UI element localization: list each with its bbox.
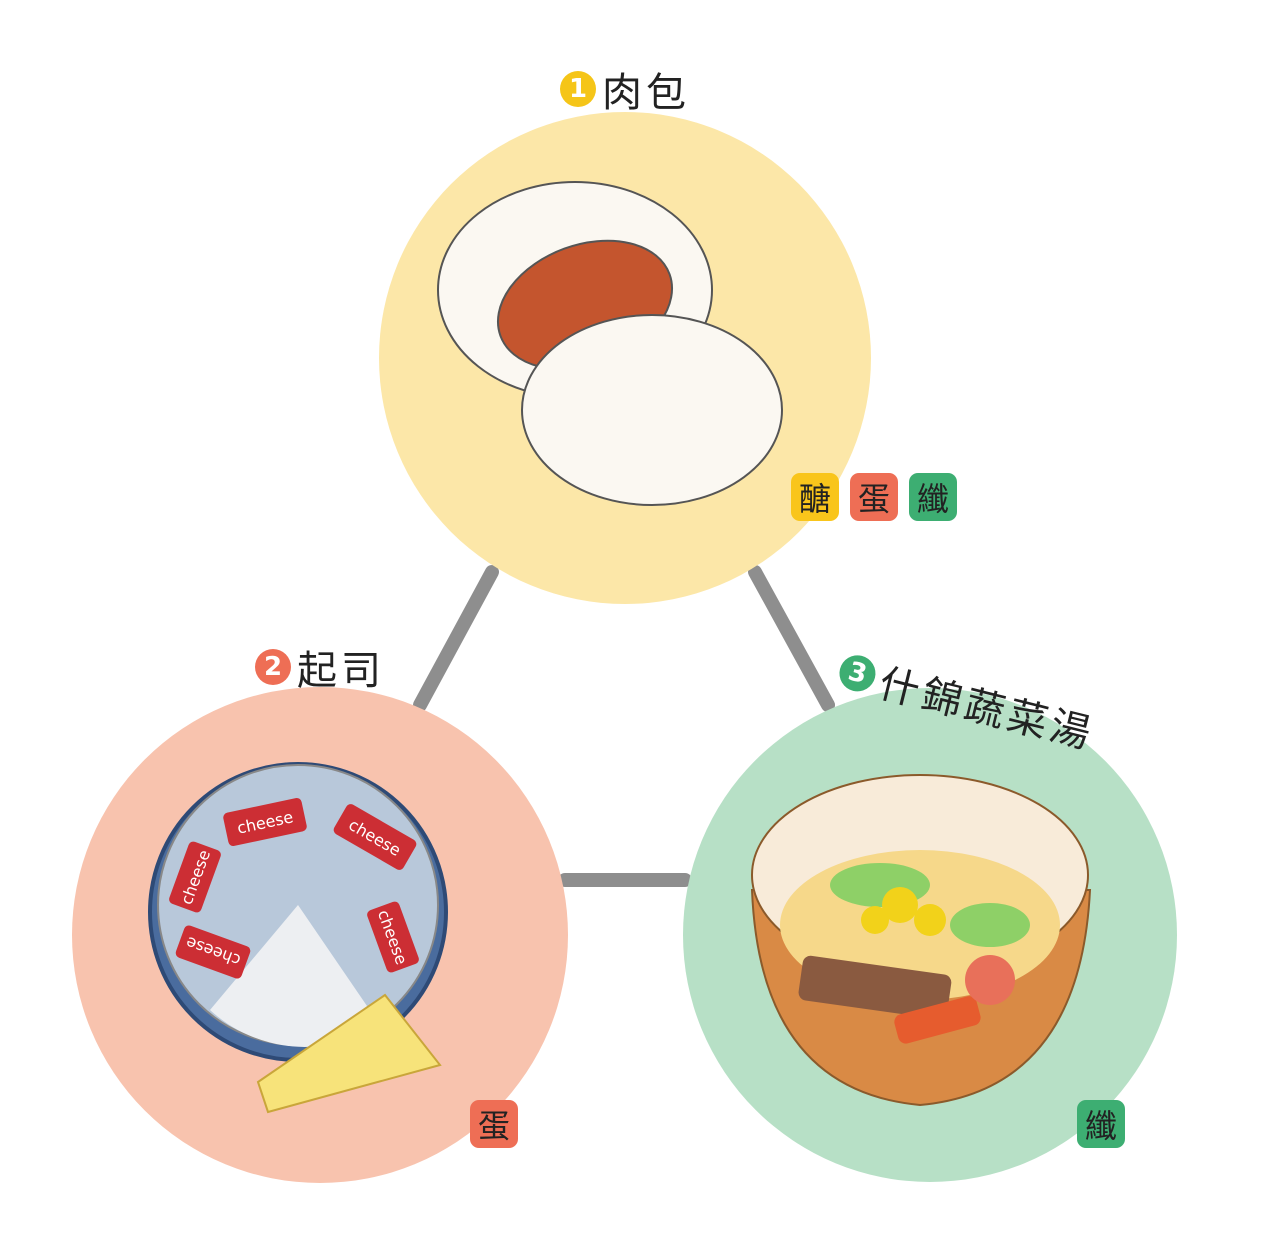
number-badge: 3 <box>835 651 880 696</box>
connectors <box>413 565 835 887</box>
number-badge: 2 <box>255 649 291 685</box>
connector-1-2 <box>413 565 499 712</box>
badge-fiber: 纖 <box>909 473 957 521</box>
badge-protein: 蛋 <box>850 473 898 521</box>
number-badge: 1 <box>560 71 596 107</box>
cheese-box-illustration: cheese cheese cheese cheese cheese <box>148 762 448 1114</box>
soup-bowl-illustration <box>750 774 1092 1107</box>
item-title-meat-bun: 1 肉包 <box>560 60 690 118</box>
item-name: 肉包 <box>602 70 690 116</box>
badge-carb: 醣 <box>791 473 839 521</box>
badge-protein: 蛋 <box>470 1100 518 1148</box>
connector-1-3 <box>748 565 835 712</box>
item-title-cheese: 2 起司 <box>255 638 385 696</box>
badge-fiber: 纖 <box>1077 1100 1125 1148</box>
meat-bun-illustration <box>437 181 783 506</box>
item-name: 起司 <box>297 648 385 694</box>
